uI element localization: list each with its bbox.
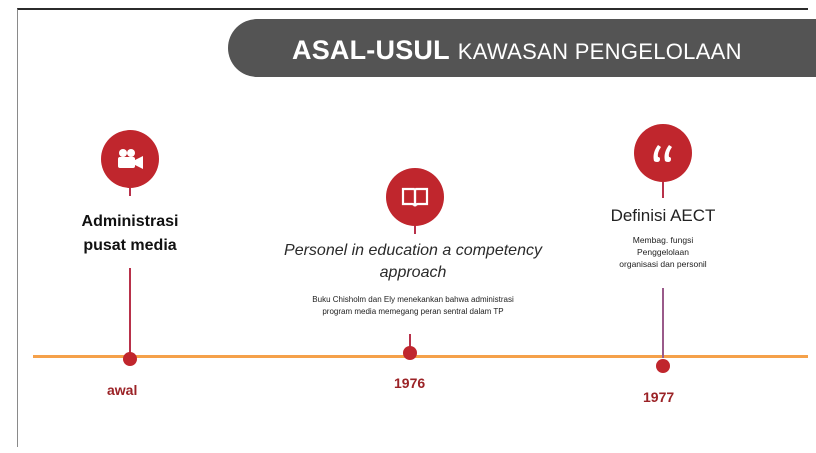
event-2-description-line-2: program media memegang peran sentral dal… — [322, 307, 504, 316]
event-3-description-line-3: organisasi dan personil — [619, 259, 707, 269]
quote-icon — [653, 145, 672, 162]
event-1-heading: Administrasi pusat media — [60, 210, 200, 258]
event-2-stem — [409, 334, 411, 352]
slide-title: ASAL-USUL KAWASAN PENGELOLAAN — [292, 35, 742, 66]
event-2-heading-line-1: Personel in education a competency — [284, 242, 542, 259]
event-3-description-line-2: Penggelolaan — [637, 247, 689, 257]
title-bar — [228, 19, 816, 77]
event-3-year: 1977 — [643, 389, 675, 405]
event-3-icon-circle — [634, 124, 692, 182]
event-2-heading-line-2: approach — [379, 264, 447, 281]
event-2-heading: Personel in education a competency appro… — [240, 240, 586, 284]
event-3-stem-top — [662, 182, 664, 198]
event-2-description-line-1: Buku Chisholm dan Ely menekankan bahwa a… — [312, 295, 514, 304]
event-1-dot — [123, 352, 137, 366]
event-3-heading: Definisi AECT — [610, 206, 716, 225]
event-1-year: awal — [107, 382, 138, 398]
title-rest: KAWASAN PENGELOLAAN — [457, 39, 742, 64]
video-camera-icon — [118, 149, 143, 169]
event-2-stem-top — [414, 226, 416, 234]
event-1-stem — [129, 268, 131, 354]
title-bold: ASAL-USUL — [292, 35, 450, 65]
event-1-heading-line-2: pusat media — [83, 237, 177, 254]
event-2-dot — [403, 346, 417, 360]
event-2-description: Buku Chisholm dan Ely menekankan bahwa a… — [240, 294, 586, 318]
timeline-line — [33, 355, 808, 358]
event-3-description-line-1: Membag. fungsi — [632, 235, 694, 245]
event-2-icon-circle — [386, 168, 444, 226]
event-3-stem — [662, 288, 664, 358]
event-1-heading-line-1: Administrasi — [81, 213, 179, 230]
event-1-icon-circle — [101, 130, 159, 188]
slide-frame — [17, 8, 808, 447]
event-1-stem-top — [129, 188, 131, 196]
open-book-icon — [401, 187, 429, 207]
event-3-description: Membag. fungsi Penggelolaan organisasi d… — [583, 234, 743, 270]
event-3-dot — [656, 359, 670, 373]
event-2-year: 1976 — [394, 375, 426, 391]
